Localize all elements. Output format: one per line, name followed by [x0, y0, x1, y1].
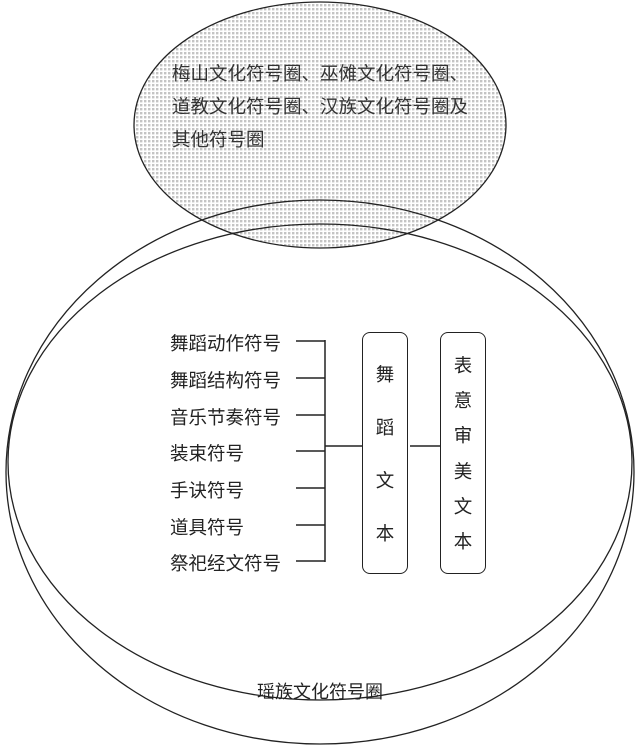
box-char: 蹈: [375, 417, 395, 439]
outer-circle-rim: [7, 223, 633, 701]
box-char: 文: [453, 496, 473, 518]
symbol-label: 舞蹈结构符号: [170, 371, 282, 392]
outer-circle-label: 瑶族文化符号圈: [257, 682, 383, 703]
symbol-label: 装束符号: [170, 444, 245, 465]
box-char: 表: [453, 355, 473, 377]
dance-text-box: 舞 蹈 文 本: [362, 332, 408, 574]
outer-circle-base: [5, 199, 635, 745]
box-char: 美: [453, 461, 473, 483]
box-char: 审: [453, 426, 473, 448]
box-char: 舞: [375, 364, 395, 386]
box-char: 本: [453, 532, 473, 554]
box-char: 本: [375, 523, 395, 545]
box-char: 文: [375, 470, 395, 492]
bracket: [296, 340, 440, 562]
symbol-label: 手诀符号: [170, 481, 245, 502]
box-char: 意: [453, 390, 473, 412]
meaning-text-box: 表 意 审 美 文 本: [440, 332, 486, 574]
symbol-label: 道具符号: [170, 518, 245, 539]
symbol-label: 舞蹈动作符号: [170, 334, 282, 355]
symbol-label: 音乐节奏符号: [170, 408, 282, 429]
overlap-circle-label: 梅山文化符号圈、巫傩文化符号圈、道教文化符号圈、汉族文化符号圈及其他符号圈: [172, 64, 469, 151]
overlap-circle: [133, 1, 507, 249]
symbol-label: 祭祀经文符号: [170, 554, 282, 575]
